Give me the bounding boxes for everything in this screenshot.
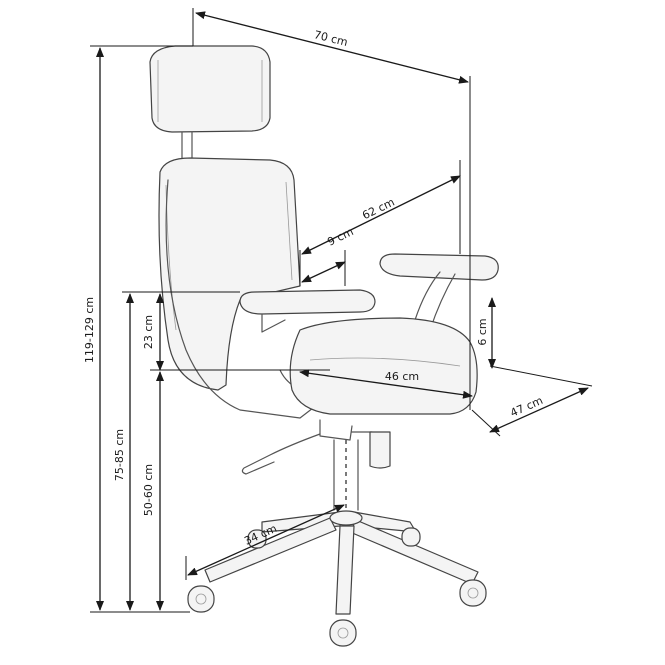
seat-cushion <box>289 317 478 415</box>
label-width-overall: 70 cm <box>313 28 349 49</box>
caster-back-right <box>401 527 421 547</box>
gas-lift-lever <box>241 433 321 475</box>
star-base <box>204 510 479 615</box>
chair-illustration <box>149 45 499 647</box>
armrest-left <box>239 289 376 315</box>
label-seat-width: 62 cm <box>360 196 396 223</box>
headrest-support <box>181 131 193 161</box>
armrest-right <box>379 253 499 281</box>
label-armrest-width: 9 cm <box>325 225 355 249</box>
caster-right <box>459 579 487 607</box>
label-backrest-height: 119-129 cm <box>83 297 96 363</box>
backrest <box>158 157 301 391</box>
dimension-lines <box>90 8 593 613</box>
seat-mechanism <box>319 419 373 441</box>
label-seat-depth: 46 cm <box>385 370 419 383</box>
label-armrest-height: 23 cm <box>142 315 155 349</box>
dimension-labels: 70 cm 119-129 cm 75-85 cm 23 cm 50-60 cm… <box>83 28 545 548</box>
caster-front <box>329 619 357 647</box>
headrest <box>149 45 271 133</box>
label-armrest-thickness: 6 cm <box>476 318 489 345</box>
tilt-knob <box>369 431 391 469</box>
caster-left <box>187 585 215 613</box>
label-seat-to-floor: 50-60 cm <box>142 464 155 516</box>
label-seat-height-range: 75-85 cm <box>113 429 126 481</box>
